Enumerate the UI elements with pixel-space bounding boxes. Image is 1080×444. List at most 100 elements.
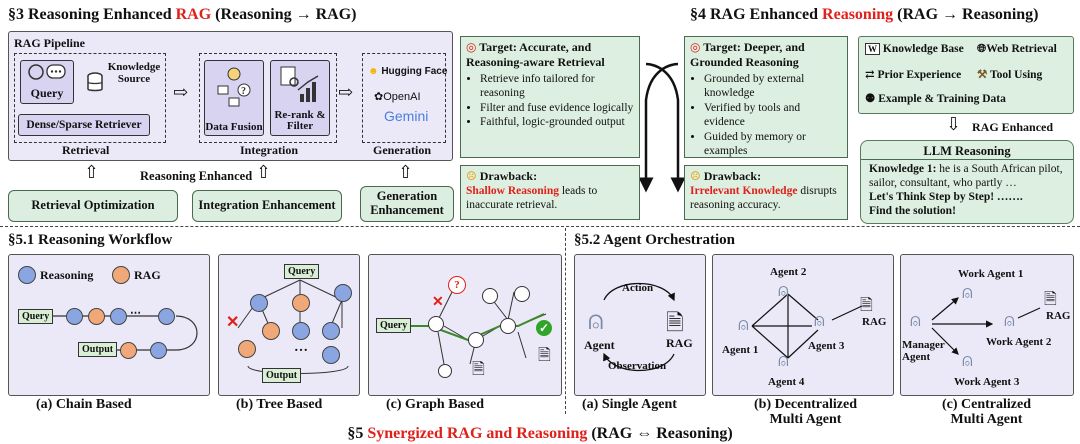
target-item: Verified by tools and evidence [704,101,842,130]
arrow-icon: ⇨ [173,82,189,102]
tree-node [262,322,280,340]
llm-step: Let's Think Step by Step! ……. [869,191,1023,203]
chain-node [158,308,175,325]
graph-caption: (c) Graph Based [386,397,484,412]
chain-ellipsis: ⋯ [130,307,141,319]
integration-label: Integration [240,143,298,157]
target-item: Filter and fuse evidence logically [480,101,634,115]
target-item: Faithful, logic-grounded output [480,115,634,129]
robot-icon: ⍝ [962,282,973,302]
single-agent-panel [574,254,706,396]
rag-doc-icon: 🗎︎ [666,310,684,335]
tree-output-box: Output [262,368,302,383]
chain-node [120,342,137,359]
sad-face-icon: ☹ [466,169,477,183]
cross-icon: ✕ [226,314,240,331]
agent2-label: Agent 2 [770,266,807,278]
robot-icon: ⍝ [962,350,973,370]
section52-title: §5.2 Agent Orchestration [574,232,735,248]
target-item: Grounded by external knowledge [704,72,842,101]
tree-node [292,322,310,340]
target-list-left: Retrieve info tailored for reasoning Fil… [466,72,634,130]
llm-reasoning-panel: LLM Reasoning Knowledge 1: he is a South… [860,140,1074,224]
target-box-right: ◎ Target: Deeper, and Grounded Reasoning… [684,36,848,158]
hugging-face-logo: ☻ Hugging Face [368,66,448,77]
tree-query-box: Query [284,264,320,279]
generation-group [362,53,446,143]
kb-item: W Knowledge Base [865,43,964,55]
graph-node: ? [448,276,466,294]
agent4-label: Agent 4 [768,376,805,388]
tree-node [292,294,310,312]
cross-icon: ✕ [432,295,444,310]
chain-output-box: Output [78,342,118,357]
tool-item: ⚒ Tool Using [977,69,1043,81]
vertical-separator [565,228,566,414]
action-label: Action [622,282,654,294]
graph-node [468,332,484,348]
target-list-right: Grounded by external knowledge Verified … [690,72,842,158]
chain-node [150,342,167,359]
tree-node [334,284,352,302]
tool-icon: ⚒ [977,69,988,81]
agent1-label: Agent 1 [722,344,759,356]
graph-node [482,288,498,304]
llm-find: Find the solution! [869,205,956,217]
target-box-left: ◎ Target: Accurate, and Reasoning-aware … [460,36,640,158]
tree-dots: … [294,340,308,355]
decentral-rag-label: RAG [862,316,887,328]
document-icon: 🗎︎ [472,361,485,378]
chain-edges [52,315,198,351]
openai-icon: ✿ [374,91,384,103]
sad-face-icon: ☹ [690,169,701,183]
rag-enhanced-label: RAG Enhanced [972,120,1054,134]
legend-rag-label: RAG [134,268,161,282]
drawback-heading-left: ☹ Drawback: [466,169,538,183]
graph-node [428,316,444,332]
check-icon: ✓ [536,320,552,336]
work-agent3-label: Work Agent 3 [954,376,1020,388]
chain-node [88,308,105,325]
drawback-text-right: Irrelevant Knowledge disrupts reasoning … [690,185,837,212]
rag-doc-icon: 🗎︎ [1044,291,1057,308]
legend-reasoning-dot [18,266,36,284]
manager-label: Manager Agent [902,339,945,363]
up-arrow-2: ⇧ [256,162,272,182]
robot-icon: ⍝ [910,310,921,330]
section4-title: §4 RAG Enhanced Reasoning (RAG → Reasoni… [690,6,1039,23]
central-caption: (c) Centralized Multi Agent [942,397,1032,427]
hf-face-icon: ☻ [368,66,379,77]
robot-icon: ⍝ [588,306,604,335]
knowledge-sources-panel: W Knowledge Base 🌐︎Web Retrieval ⇄ Prior… [858,36,1074,114]
drawback-box-right: ☹ Drawback: Irrelevant Knowledge disrupt… [684,165,848,220]
llm-title: LLM Reasoning [923,144,1011,158]
wikipedia-icon: W [865,43,880,55]
section51-title: §5.1 Reasoning Workflow [8,232,173,248]
fusion-icon: ? [217,67,251,107]
chain-caption: (a) Chain Based [36,397,132,412]
chain-query-box: Query [18,309,54,324]
tree-node [322,322,340,340]
chain-node [66,308,83,325]
robot-icon: ⍝ [778,350,789,370]
rag-pipeline-label: RAG Pipeline [14,36,85,50]
chat-icon [28,64,66,80]
target-icon: ◎ [690,40,701,54]
observation-label: Observation [608,360,667,372]
decentralized-panel [712,254,894,396]
graph-node [500,318,516,334]
robot-icon: ⍝ [778,280,789,300]
drawback-text-left: Shallow Reasoning leads to inaccurate re… [466,185,598,212]
generation-label: Generation [373,143,431,157]
gemini-logo: Gemini [384,108,429,124]
decentral-edges [751,293,863,359]
globe-icon: 🌐︎ [977,43,987,55]
robot-icon: ⍝ [814,310,825,330]
query-box: Query [20,60,74,104]
knowledge-source-label: Knowledge Source [107,61,161,86]
web-item: 🌐︎Web Retrieval [977,43,1057,55]
section-separator [0,226,1080,227]
integration-enhancement-button: Integration Enhancement [192,190,342,222]
central-rag-label: RAG [1046,310,1071,322]
tree-caption: (b) Tree Based [236,397,323,412]
